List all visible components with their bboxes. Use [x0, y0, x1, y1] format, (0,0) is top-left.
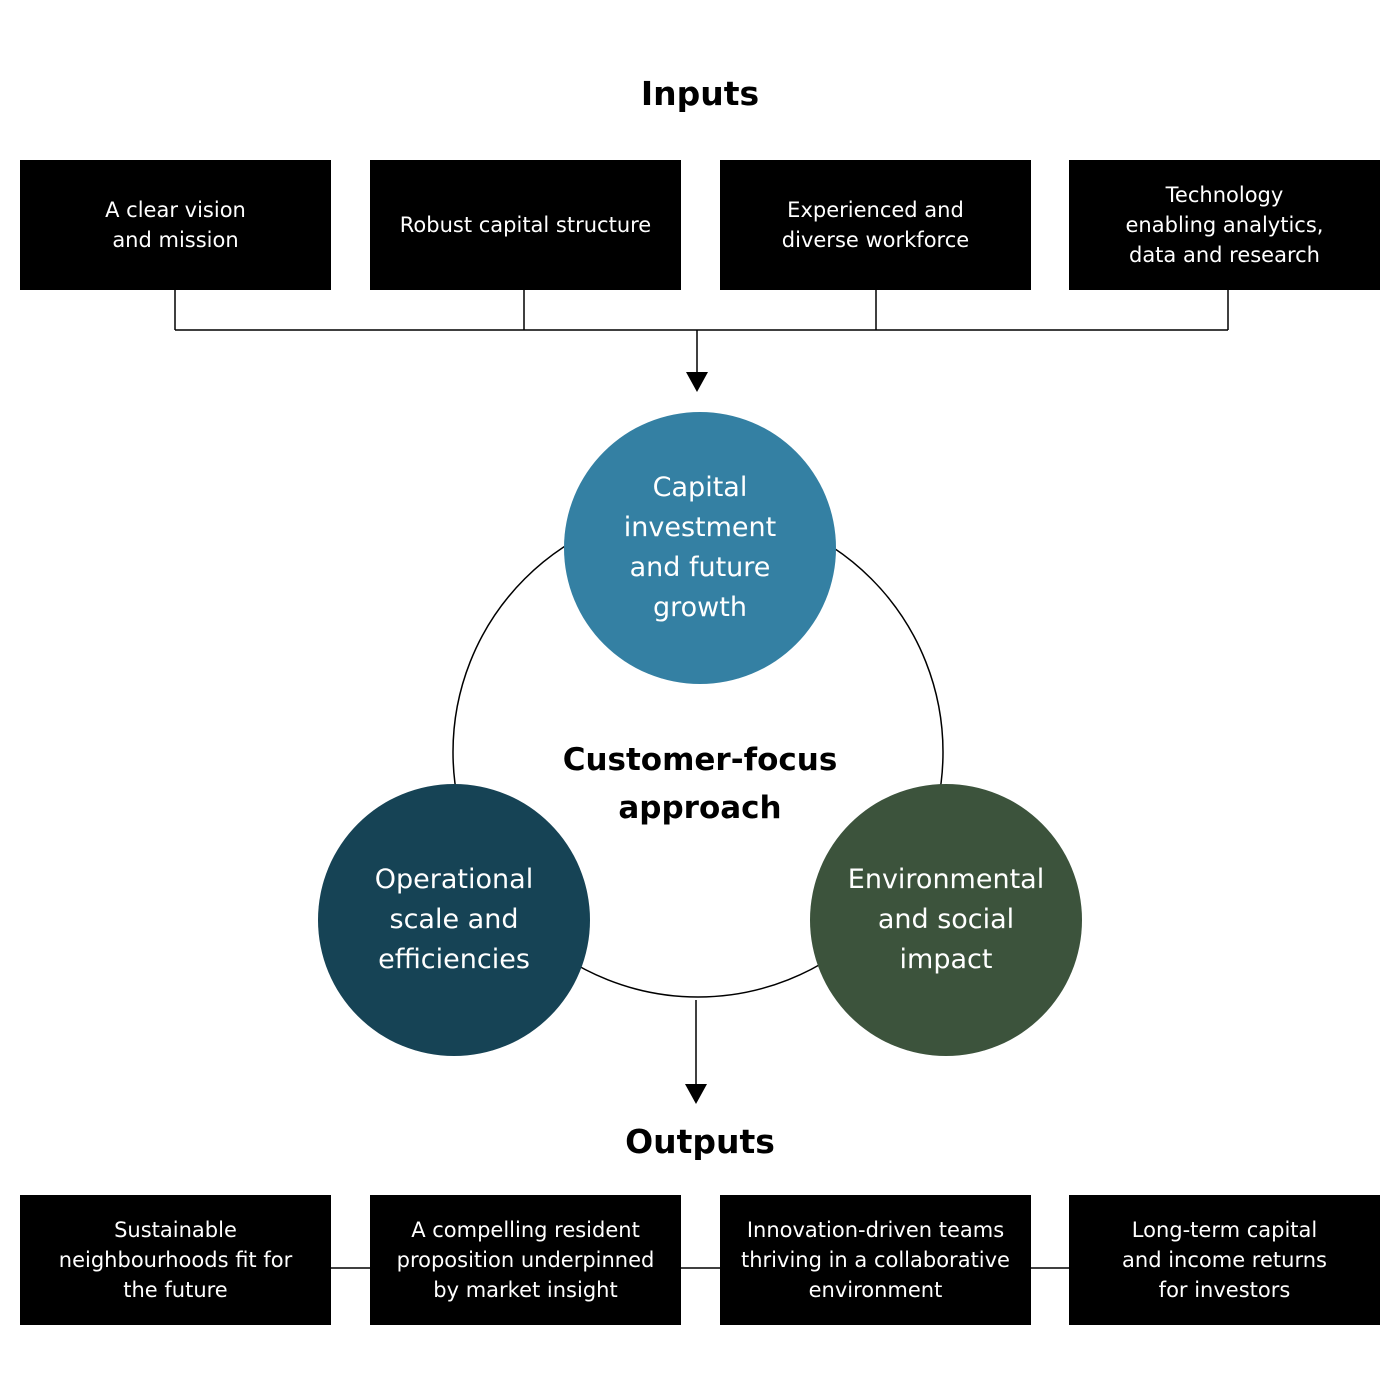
input-box-workforce: Experienced and diverse workforce [720, 160, 1031, 290]
input-arrowhead [686, 372, 708, 392]
output-box-neighbourhoods: Sustainable neighbourhoods fit for the f… [20, 1195, 331, 1325]
inputs-heading: Inputs [640, 74, 760, 113]
output-box-resident-proposition: A compelling resident proposition underp… [370, 1195, 681, 1325]
circle-environmental-impact: Environmental and social impact [810, 784, 1082, 1056]
outputs-heading: Outputs [625, 1122, 775, 1161]
output-box-innovation-teams: Innovation-driven teams thriving in a co… [720, 1195, 1031, 1325]
circle-capital-investment: Capital investment and future growth [564, 412, 836, 684]
input-box-capital-structure: Robust capital structure [370, 160, 681, 290]
output-box-investor-returns: Long-term capital and income returns for… [1069, 1195, 1380, 1325]
customer-focus-label: Customer-focus approach [562, 742, 838, 826]
circle-operational-scale: Operational scale and efficiencies [318, 784, 590, 1056]
output-arrowhead [685, 1084, 707, 1104]
input-box-technology: Technology enabling analytics, data and … [1069, 160, 1380, 290]
input-box-vision: A clear vision and mission [20, 160, 331, 290]
